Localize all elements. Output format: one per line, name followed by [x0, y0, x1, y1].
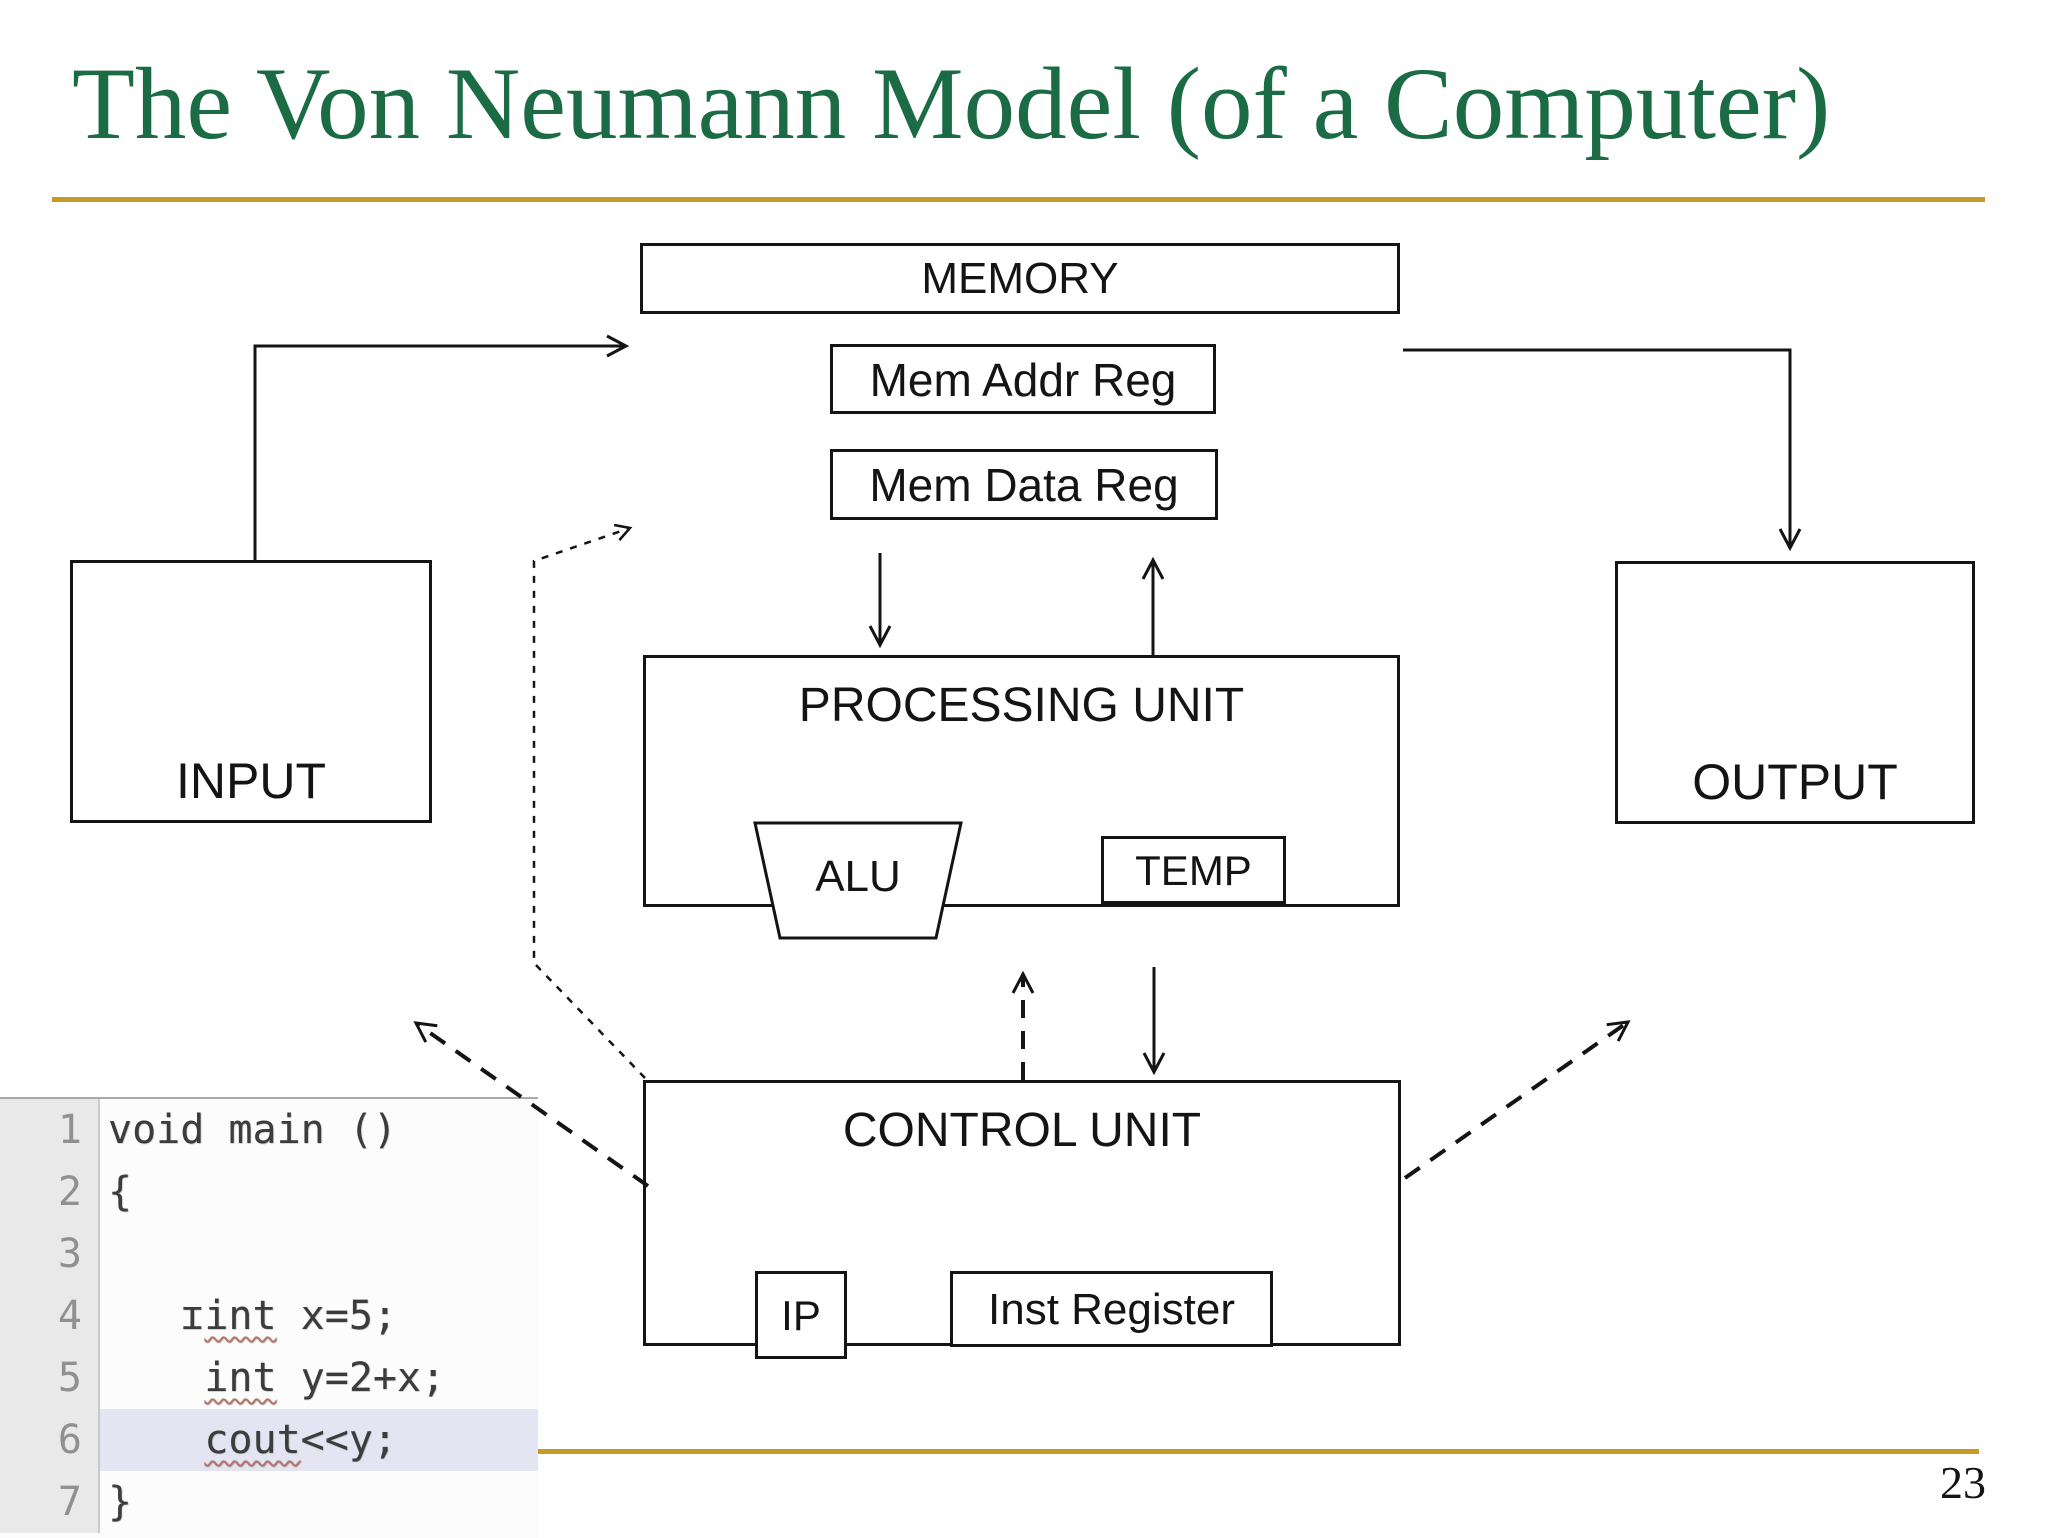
title-divider — [52, 197, 1985, 202]
alu-label: ALU — [815, 852, 901, 901]
output-label: OUTPUT — [1692, 754, 1898, 810]
page-number: 23 — [1940, 1457, 1986, 1508]
output-box: OUTPUT — [1615, 561, 1975, 824]
control-unit-label: CONTROL UNIT — [842, 1104, 1202, 1157]
temp-register-box: TEMP — [1101, 836, 1286, 904]
code-line-highlighted: 6 cout<<y; — [0, 1409, 538, 1471]
ip-label: IP — [781, 1292, 821, 1339]
arrow-control-to-mem-data-reg — [532, 523, 646, 1079]
line-number: 2 — [0, 1161, 100, 1223]
arrow-input-to-memory — [253, 334, 630, 560]
input-box: INPUT — [70, 560, 432, 823]
line-number: 6 — [0, 1409, 100, 1471]
mem-data-reg-box: Mem Data Reg — [830, 449, 1218, 520]
input-label: INPUT — [176, 753, 326, 809]
code-line: 5 int y=2+x; — [0, 1347, 538, 1409]
footer-divider — [52, 1449, 1979, 1454]
code-line: 4 ɪint x=5; — [0, 1285, 538, 1347]
arrow-memory-to-output — [1403, 348, 1802, 552]
code-line: 3 — [0, 1223, 538, 1285]
line-number: 4 — [0, 1285, 100, 1347]
processing-unit-label: PROCESSING UNIT — [798, 679, 1245, 732]
mem-addr-reg-label: Mem Addr Reg — [869, 354, 1177, 406]
memory-box: MEMORY — [640, 243, 1400, 314]
inst-register-box: Inst Register — [950, 1271, 1273, 1347]
temp-label: TEMP — [1135, 847, 1252, 894]
slide-title: The Von Neumann Model (of a Computer) — [72, 47, 1831, 161]
mem-addr-reg-box: Mem Addr Reg — [830, 344, 1216, 414]
arrow-control-to-output — [1403, 1020, 1631, 1180]
line-number: 5 — [0, 1347, 100, 1409]
line-number: 7 — [0, 1471, 100, 1533]
inst-register-label: Inst Register — [988, 1285, 1235, 1334]
line-number: 3 — [0, 1223, 100, 1285]
memory-label: MEMORY — [921, 254, 1119, 303]
code-snippet-panel: 1 void main () 2 { 3 4 ɪint x=5; 5 int y… — [0, 1097, 538, 1538]
code-line: 1 void main () — [0, 1099, 538, 1161]
ip-register-box: IP — [755, 1271, 847, 1359]
code-line: 2 { — [0, 1161, 538, 1223]
code-line: 7 } — [0, 1471, 538, 1533]
line-number: 1 — [0, 1099, 100, 1161]
mem-data-reg-label: Mem Data Reg — [869, 459, 1179, 511]
processing-unit-box: PROCESSING UNIT — [643, 655, 1400, 907]
